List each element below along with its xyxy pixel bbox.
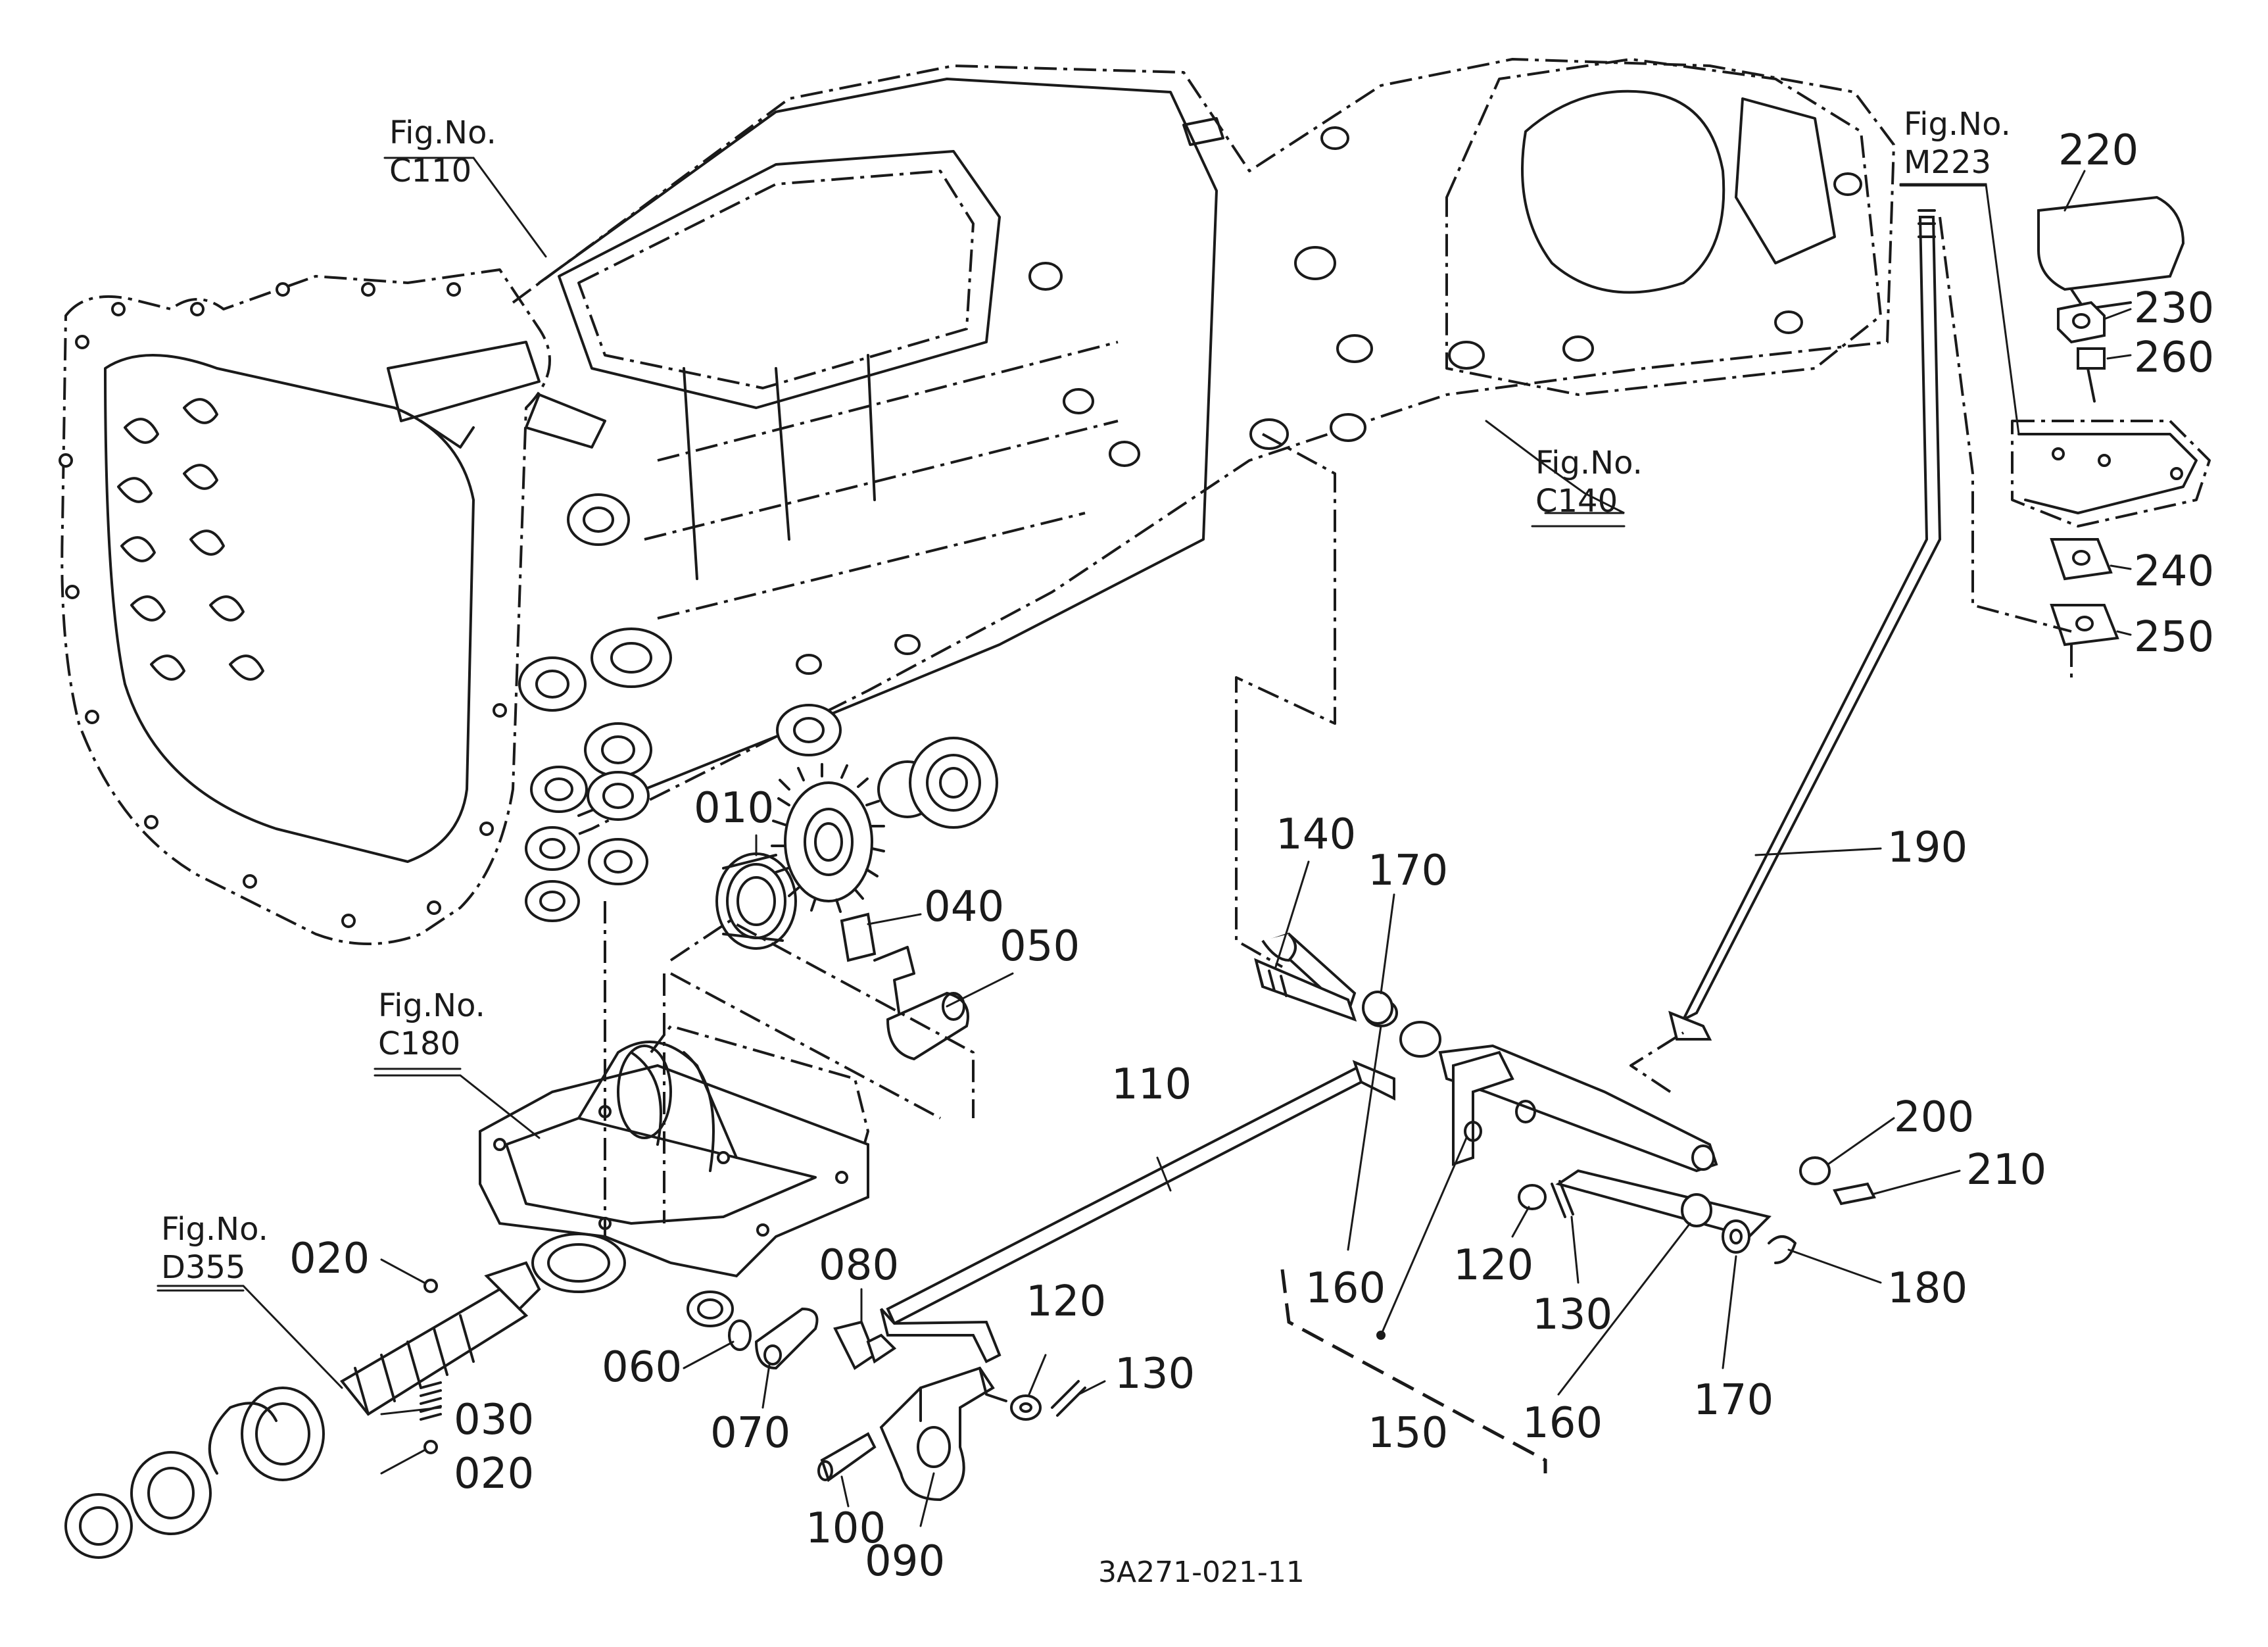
fig-ref-m223-line1: Fig.No.	[1904, 106, 2011, 143]
part-label-010: 010	[694, 784, 774, 833]
drawing-code: 3A271-021-11	[1098, 1556, 1305, 1589]
part-label-020-lower: 020	[454, 1450, 534, 1498]
fig-ref-c180-line2: C180	[378, 1025, 460, 1062]
part-label-160-right: 160	[1522, 1399, 1603, 1448]
part-110-rod	[880, 1060, 1395, 1364]
part-label-050: 050	[1000, 922, 1080, 971]
part-label-170-lower: 170	[1693, 1376, 1773, 1425]
part-label-040: 040	[924, 883, 1004, 931]
leader-lines	[157, 157, 2132, 1527]
part-label-070: 070	[710, 1409, 790, 1458]
mounting-plate	[2011, 195, 2211, 647]
fig-ref-m223-line2: M223	[1904, 144, 1991, 181]
ball-bearing	[877, 737, 998, 829]
part-label-250: 250	[2134, 613, 2214, 662]
shift-parts-lower	[728, 1307, 1007, 1502]
gear	[771, 763, 885, 913]
part-190-rod	[1668, 209, 1942, 1041]
part-label-200: 200	[1894, 1093, 1974, 1142]
part-label-170-upper: 170	[1368, 847, 1448, 895]
part-label-240: 240	[2134, 547, 2214, 596]
part-label-060: 060	[602, 1343, 682, 1392]
part-label-260: 260	[2134, 333, 2214, 382]
part-label-180: 180	[1887, 1264, 1967, 1313]
shaft-assembly	[64, 1261, 541, 1559]
part-label-190: 190	[1887, 823, 1967, 872]
part-040-key	[840, 912, 877, 962]
transmission-housing	[59, 58, 1895, 945]
part-labels: 010 020 030 020 040 050 060 070 080 090 …	[289, 126, 2214, 1586]
part-label-150: 150	[1368, 1409, 1448, 1458]
part-label-080: 080	[819, 1241, 899, 1290]
part-label-120-mid: 120	[1453, 1241, 1533, 1290]
fig-ref-d355-line2: D355	[161, 1249, 246, 1286]
part-label-230: 230	[2134, 284, 2214, 333]
part-label-030: 030	[454, 1396, 534, 1444]
part-label-130-lower: 130	[1115, 1350, 1195, 1398]
part-label-090: 090	[865, 1537, 945, 1586]
part-label-140: 140	[1276, 810, 1356, 859]
part-label-210: 210	[1966, 1146, 2046, 1194]
part-label-220: 220	[2058, 126, 2138, 175]
figure-references: Fig.No. C110 Fig.No. C140 Fig.No. C180 F…	[157, 106, 2011, 1292]
part-label-100: 100	[806, 1504, 886, 1553]
fig-ref-c180-line1: Fig.No.	[378, 987, 485, 1024]
part-150-lever-assembly	[1254, 932, 1876, 1264]
part-010-release-bearing	[715, 852, 797, 950]
part-050-shift-fork	[873, 946, 969, 1061]
lower-case	[479, 1025, 869, 1327]
part-label-130-mid: 130	[1532, 1291, 1612, 1339]
fig-ref-c110-line1: Fig.No.	[389, 114, 496, 151]
fig-ref-c140-line2: C140	[1535, 483, 1618, 520]
fig-ref-c140-line1: Fig.No.	[1535, 445, 1643, 481]
fig-ref-d355-line1: Fig.No.	[161, 1211, 268, 1248]
part-label-110: 110	[1111, 1060, 1192, 1109]
washer-cotter-lower	[1010, 1380, 1086, 1421]
part-label-160-left: 160	[1305, 1264, 1386, 1313]
part-label-020-upper: 020	[289, 1235, 370, 1283]
part-label-120-lower: 120	[1026, 1277, 1106, 1326]
